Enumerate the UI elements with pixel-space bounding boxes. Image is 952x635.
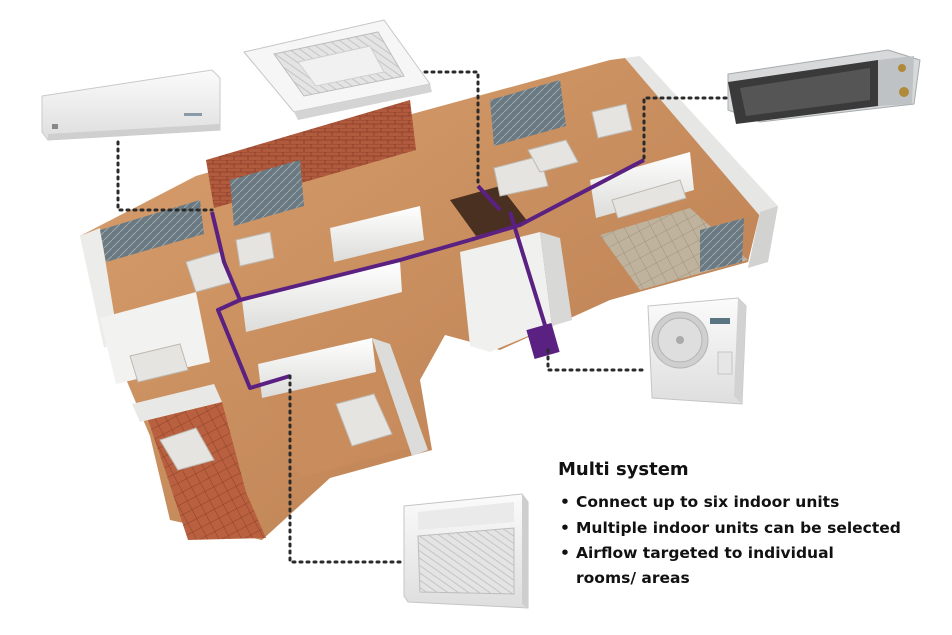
wall-mounted-indoor-unit-icon (41, 69, 221, 141)
leader-lines (116, 70, 728, 564)
leader-floor-console (288, 374, 406, 564)
caption-bullet-1: Connect up to six indoor units (558, 489, 938, 515)
window-brick-room (230, 160, 304, 226)
wall-bath-center (460, 232, 552, 352)
leader-ducted (642, 96, 728, 162)
pipe-trunk (210, 211, 291, 390)
branch-box-icon (526, 322, 560, 360)
leader-cassette (416, 70, 480, 188)
pipe-living (469, 158, 645, 242)
outdoor-unit-icon (647, 297, 747, 405)
leader-outdoor (546, 348, 648, 372)
wall-central (330, 206, 424, 262)
ducted-room-sofa (591, 103, 633, 139)
sofa-room-2 (235, 231, 275, 267)
lounger (159, 427, 215, 471)
outer-wall-front-right (748, 206, 778, 268)
window-kitchen (700, 218, 744, 272)
caption-bullet-list: Connect up to six indoor units Multiple … (558, 489, 938, 591)
kitchen-counter (611, 179, 687, 219)
window-top (490, 80, 566, 146)
floor-console-indoor-unit-icon (403, 493, 529, 609)
leader-wall-unit (116, 140, 214, 212)
caption-bullet-3: Airflow targeted to individual rooms/ ar… (558, 541, 896, 591)
pipe-to-branch (508, 211, 550, 336)
caption-panel: Multi system Connect up to six indoor un… (558, 458, 938, 591)
wall-bedroom-back (258, 338, 376, 398)
caption-title: Multi system (558, 459, 689, 480)
furniture (129, 103, 687, 471)
wall-corridor (242, 262, 402, 332)
wall-terrace-left (132, 384, 222, 422)
pipe-ceiling-drop (476, 184, 502, 212)
bed-bedroom (335, 393, 393, 447)
wall-bath-center-side (540, 232, 572, 326)
house-cutaway (80, 56, 778, 540)
bathtub (129, 343, 189, 383)
dining-table (527, 139, 579, 173)
wall-bedroom-right (372, 338, 428, 456)
caption-bullet-2: Multiple indoor units can be selected (558, 515, 938, 541)
living-rug (450, 186, 528, 236)
refrigerant-piping (210, 158, 645, 390)
outer-wall-right (625, 56, 778, 216)
window-left (100, 200, 204, 262)
ducted-indoor-unit-icon (727, 49, 921, 124)
sofa-living (493, 155, 549, 197)
pipe-main-corridor (239, 238, 471, 302)
ceiling-cassette-indoor-unit-icon (243, 19, 432, 120)
